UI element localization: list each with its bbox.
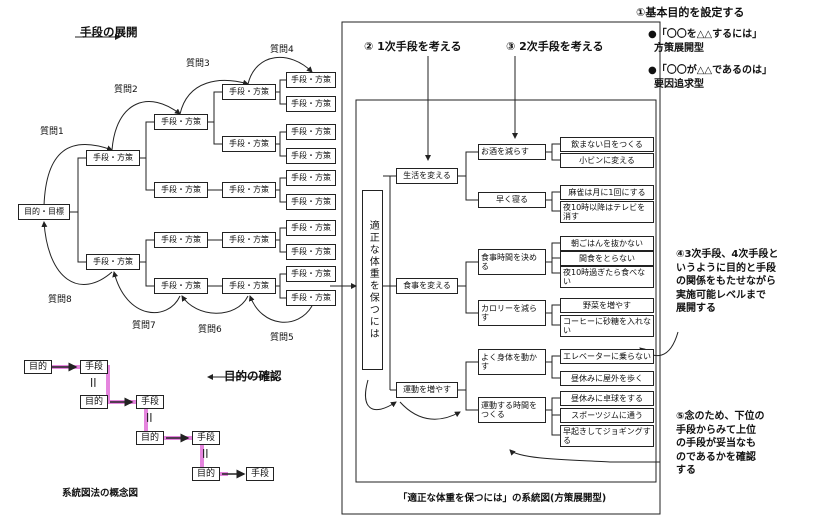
concept-equals-1: || xyxy=(90,378,97,388)
means-box-l4-j: 手段・方策 xyxy=(286,290,336,306)
concept-equals-2: || xyxy=(146,413,153,423)
tertiary-means-9: コーヒーに砂糖を入れない xyxy=(560,315,654,337)
step-5-line-3: の手段が妥当なも xyxy=(676,438,756,449)
concept-means-1: 手段 xyxy=(80,360,108,374)
step-5-line-2: 手段からみて上位 xyxy=(676,424,756,436)
step-4-line-1: ④3次手段、4次手段と xyxy=(676,249,779,260)
means-development-title: 手段の展開 xyxy=(80,25,138,39)
primary-means-2: 食事を変える xyxy=(396,278,458,294)
concept-purpose-4: 目的 xyxy=(192,467,220,481)
means-box-l1-a: 手段・方策 xyxy=(86,150,140,166)
concept-means-2: 手段 xyxy=(136,395,164,409)
tertiary-means-12: 昼休みに卓球をする xyxy=(560,391,654,406)
concept-purpose-3: 目的 xyxy=(136,431,164,445)
means-box-l2-b: 手段・方策 xyxy=(154,182,208,198)
step-4-line-3: の関係をもたせながら xyxy=(676,276,776,287)
means-box-l4-a: 手段・方策 xyxy=(286,72,336,88)
tertiary-means-14: 早起きしてジョギングする xyxy=(560,425,654,447)
tree-caption: 「適正な体重を保つには」の系統図(方策展開型) xyxy=(398,493,607,504)
means-box-l4-e: 手段・方策 xyxy=(286,170,336,186)
means-box-l4-d: 手段・方策 xyxy=(286,148,336,164)
question-8: 質問8 xyxy=(48,295,72,305)
bullet-2-line-a: ●「〇〇が△△であるのは」 xyxy=(648,65,773,76)
bullet-2-line-b: 要因追求型 xyxy=(654,79,704,90)
concept-purpose-1: 目的 xyxy=(24,360,52,374)
step-3-label: ③ 2次手段を考える xyxy=(506,40,604,53)
means-box-l3-b: 手段・方策 xyxy=(222,136,276,152)
means-box-l4-f: 手段・方策 xyxy=(286,194,336,210)
step-4-line-4: 実施可能レベルまで xyxy=(676,289,766,301)
concept-means-3: 手段 xyxy=(192,431,220,445)
tertiary-means-6: 間食をとらない xyxy=(560,251,654,266)
tertiary-means-11: 昼休みに屋外を歩く xyxy=(560,371,654,386)
means-box-l4-i: 手段・方策 xyxy=(286,266,336,282)
root-purpose-box: 目的・目標 xyxy=(18,204,70,220)
tree-root-box: 適正な体重を保つには xyxy=(362,190,383,370)
secondary-means-5: よく身体を動かす xyxy=(478,349,546,375)
step-1-label: ①基本目的を設定する xyxy=(636,6,745,19)
tertiary-means-8: 野菜を増やす xyxy=(560,298,654,313)
secondary-means-1: お酒を減らす xyxy=(478,144,546,160)
tertiary-means-13: スポーツジムに通う xyxy=(560,408,654,423)
step-5-line-1: ⑤念のため、下位の xyxy=(676,411,765,422)
concept-equals-3: || xyxy=(202,449,209,459)
question-4: 質問4 xyxy=(270,45,294,55)
step-5-line-5: する xyxy=(676,465,696,476)
means-box-l4-b: 手段・方策 xyxy=(286,96,336,112)
tertiary-means-4: 夜10時以降はテレビを消す xyxy=(560,201,654,223)
means-box-l3-e: 手段・方策 xyxy=(222,278,276,294)
question-2: 質問2 xyxy=(114,85,138,95)
means-box-l3-d: 手段・方策 xyxy=(222,232,276,248)
purpose-check-title: 目的の確認 xyxy=(224,369,282,383)
secondary-means-6: 運動する時間をつくる xyxy=(478,397,546,423)
secondary-means-3: 食事時間を決める xyxy=(478,249,546,275)
step-4-text: ④3次手段、4次手段と いうように目的と手段 の関係をもたせながら 実施可能レベ… xyxy=(676,248,778,316)
means-box-l2-a: 手段・方策 xyxy=(154,114,208,130)
tertiary-means-5: 朝ごはんを抜かない xyxy=(560,236,654,251)
bullet-1-line-a: ●「〇〇を△△するには」 xyxy=(648,29,763,40)
bullet-1-line-b: 方策展開型 xyxy=(654,43,704,54)
means-box-l3-c: 手段・方策 xyxy=(222,182,276,198)
question-6: 質問6 xyxy=(198,325,222,335)
concept-caption: 系統図法の概念図 xyxy=(62,488,139,499)
means-box-l2-c: 手段・方策 xyxy=(154,232,208,248)
tertiary-means-10: エレベーターに乗らない xyxy=(560,349,654,364)
step-5-text: ⑤念のため、下位の 手段からみて上位 の手段が妥当なも のであるかを確認 する xyxy=(676,410,764,478)
tertiary-means-1: 飲まない日をつくる xyxy=(560,137,654,152)
question-3: 質問3 xyxy=(186,59,210,69)
means-box-l3-a: 手段・方策 xyxy=(222,84,276,100)
question-7: 質問7 xyxy=(132,321,156,331)
concept-purpose-2: 目的 xyxy=(80,395,108,409)
tertiary-means-3: 麻雀は月に1回にする xyxy=(560,185,654,200)
secondary-means-4: カロリーを減らす xyxy=(478,300,546,326)
step-4-line-5: 展開する xyxy=(676,303,716,314)
secondary-means-2: 早く寝る xyxy=(478,192,546,208)
means-box-l2-d: 手段・方策 xyxy=(154,278,208,294)
primary-means-1: 生活を変える xyxy=(396,168,458,184)
means-box-l4-c: 手段・方策 xyxy=(286,124,336,140)
tertiary-means-7: 夜10時過ぎたら食べない xyxy=(560,266,654,288)
means-box-l4-h: 手段・方策 xyxy=(286,244,336,260)
question-1: 質問1 xyxy=(40,127,64,137)
means-box-l1-b: 手段・方策 xyxy=(86,254,140,270)
question-5: 質問5 xyxy=(270,333,294,343)
concept-means-4: 手段 xyxy=(246,467,274,481)
step-5-line-4: のであるかを確認 xyxy=(676,451,756,463)
tertiary-means-2: 小ビンに変える xyxy=(560,153,654,168)
step-2-label: ② 1次手段を考える xyxy=(364,40,462,53)
primary-means-3: 運動を増やす xyxy=(396,382,458,398)
step-4-line-2: いうように目的と手段 xyxy=(676,262,776,274)
means-box-l4-g: 手段・方策 xyxy=(286,220,336,236)
